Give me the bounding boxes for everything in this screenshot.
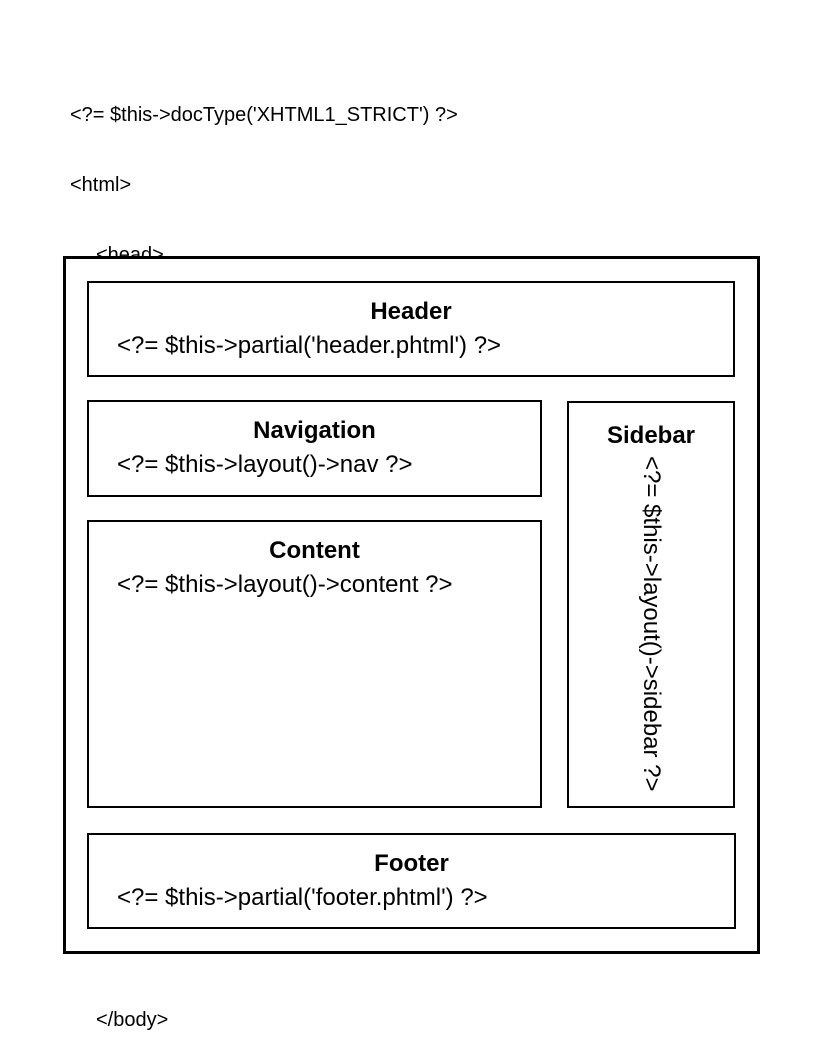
footer-box: Footer <?= $this->partial('footer.phtml'…	[87, 833, 736, 929]
code-line-body-close: </body>	[96, 1008, 169, 1031]
header-box-code: <?= $this->partial('header.phtml') ?>	[117, 332, 502, 359]
header-box-title: Header	[370, 298, 452, 325]
sidebar-box-title: Sidebar	[606, 422, 696, 449]
code-line-doctype: <?= $this->docType('XHTML1_STRICT') ?>	[70, 103, 458, 126]
sidebar-box-code: <?= $this->layout()->sidebar ?>	[638, 455, 665, 792]
content-box-code: <?= $this->layout()->content ?>	[117, 571, 453, 598]
navigation-box: Navigation <?= $this->layout()->nav ?>	[87, 400, 542, 497]
sidebar-box: Sidebar <?= $this->layout()->sidebar ?>	[567, 401, 735, 808]
bottom-code-block: </body> </html>	[70, 962, 168, 1056]
content-box: Content <?= $this->layout()->content ?>	[87, 520, 542, 808]
footer-box-code: <?= $this->partial('footer.phtml') ?>	[117, 884, 488, 911]
header-box: Header <?= $this->partial('header.phtml'…	[87, 281, 735, 377]
code-line-html-open: <html>	[70, 174, 132, 197]
navigation-box-title: Navigation	[253, 417, 376, 444]
navigation-box-code: <?= $this->layout()->nav ?>	[117, 451, 413, 478]
content-box-title: Content	[269, 537, 360, 564]
sidebar-vertical-text-wrap: <?= $this->layout()->sidebar ?>	[569, 455, 733, 792]
footer-box-title: Footer	[374, 850, 449, 877]
